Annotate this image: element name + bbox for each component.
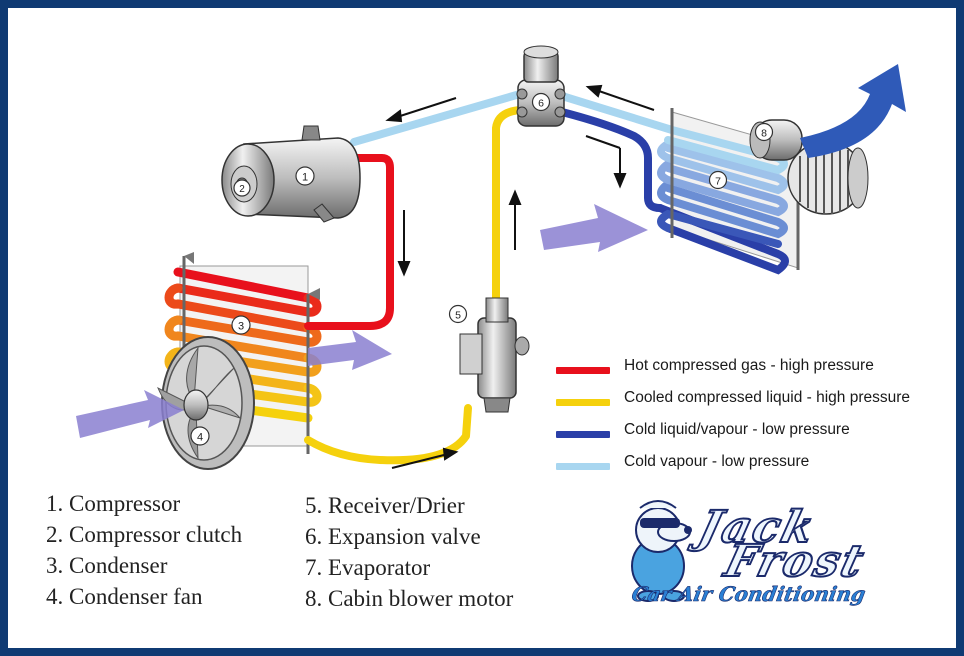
- legend-item: Hot compressed gas - high pressure: [556, 356, 956, 388]
- part-evaporator: 7. Evaporator: [305, 555, 431, 580]
- callout-7-number: 7: [715, 176, 721, 188]
- callout-5: [448, 304, 468, 324]
- legend: Hot compressed gas - high pressure Coole…: [556, 356, 956, 484]
- legend-label: Cold liquid/vapour - low pressure: [624, 421, 850, 438]
- condenser-fan: [157, 336, 255, 470]
- ac-system-diagram: 3 4: [76, 45, 906, 602]
- part-condenser-fan: 4. Condenser fan: [46, 584, 203, 609]
- air-out-condenser-arrow: [308, 330, 392, 370]
- legend-label: Cold vapour - low pressure: [624, 453, 810, 470]
- legend-swatch-cold-liquid: [556, 431, 610, 438]
- legend-swatch-cooled: [556, 399, 610, 406]
- legend-item: Cooled compressed liquid - high pressure: [556, 388, 956, 420]
- callout-2: [233, 179, 251, 197]
- flow-arrows: [385, 84, 655, 469]
- callout-6: [531, 92, 551, 112]
- legend-label: Cooled compressed liquid - high pressure: [624, 389, 911, 406]
- part-compressor-clutch: 2. Compressor clutch: [46, 522, 243, 547]
- callout-5-number: 5: [455, 310, 461, 322]
- callout-4: [190, 426, 210, 446]
- air-in-condenser-arrow: [76, 390, 184, 438]
- cabin-air-outlet-arrow: [800, 64, 906, 158]
- mascot: [631, 500, 692, 602]
- callout-4-number: 4: [197, 432, 203, 444]
- parts-list-right: 5. Receiver/Drier 6. Expansion valve 7. …: [305, 490, 513, 614]
- jack-frost-logo: [631, 500, 692, 602]
- callout-8: [754, 122, 774, 142]
- logo-tagline: Car Air Conditioning: [629, 582, 868, 607]
- callout-1-number: 1: [302, 172, 308, 184]
- callout-3: [231, 315, 251, 335]
- part-condenser: 3. Condenser: [46, 553, 168, 578]
- part-cabin-blower-motor: 8. Cabin blower motor: [305, 586, 514, 611]
- part-receiver-drier: 5. Receiver/Drier: [305, 493, 465, 518]
- callout-3-number: 3: [238, 321, 244, 333]
- callout-8-number: 8: [761, 128, 767, 140]
- receiver-drier: [459, 297, 530, 413]
- callout-7: [708, 170, 728, 190]
- compressor: [221, 125, 361, 223]
- expansion-valve: [516, 45, 566, 127]
- legend-swatch-cold-vapour: [556, 463, 610, 470]
- callout-6-number: 6: [538, 98, 544, 110]
- legend-swatch-hot: [556, 367, 610, 374]
- callout-1: [295, 166, 315, 186]
- parts-list-left: 1. Compressor 2. Compressor clutch 3. Co…: [46, 488, 242, 612]
- part-compressor: 1. Compressor: [46, 491, 181, 516]
- air-in-evaporator-arrow: [540, 204, 648, 252]
- legend-label: Hot compressed gas - high pressure: [624, 357, 874, 374]
- callout-2-number: 2: [239, 184, 245, 195]
- legend-item: Cold vapour - low pressure: [556, 452, 956, 484]
- diagram-frame: 3 4: [8, 8, 956, 648]
- part-expansion-valve: 6. Expansion valve: [305, 524, 481, 549]
- refrigerant-pipes: [304, 90, 676, 465]
- logo-line2: Frost: [719, 535, 872, 588]
- legend-item: Cold liquid/vapour - low pressure: [556, 420, 956, 452]
- cabin-blower-motor: [749, 119, 869, 215]
